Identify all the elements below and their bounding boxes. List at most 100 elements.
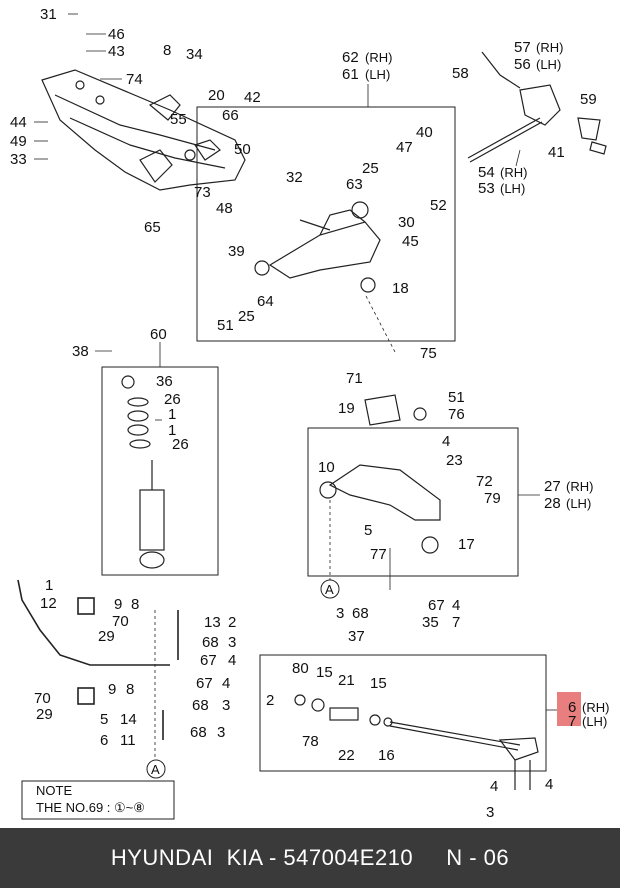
upper-arm xyxy=(254,201,381,293)
callout-6-11: 6 xyxy=(100,732,108,749)
stabilizer-bar xyxy=(17,579,179,740)
callout-41: 41 xyxy=(548,144,565,161)
note-title: NOTE xyxy=(36,783,72,798)
callout-53: 53 xyxy=(478,180,495,197)
callout-60: 60 xyxy=(150,326,167,343)
callout-9b: 9 xyxy=(108,681,116,698)
callout-21: 21 xyxy=(338,672,355,689)
callout-54-side: (RH) xyxy=(500,165,527,180)
callout-31: 31 xyxy=(40,6,57,23)
callout-10: 10 xyxy=(318,459,335,476)
callout-65: 65 xyxy=(144,219,161,236)
callout-49: 49 xyxy=(10,133,27,150)
lower-arm xyxy=(319,394,441,554)
marker-a-circle-1 xyxy=(320,579,340,599)
callout-46: 46 xyxy=(108,26,125,43)
callout-32: 32 xyxy=(286,169,303,186)
callout-56: 56 xyxy=(514,56,531,73)
callout-36: 36 xyxy=(156,373,173,390)
callout-3-68: 3 xyxy=(336,605,344,622)
callout-a-1: A xyxy=(325,582,334,597)
callout-4c: 4 xyxy=(545,776,553,793)
callout-8-9b: 8 xyxy=(126,681,134,698)
callout-5: 5 xyxy=(364,522,372,539)
callout-25b: 25 xyxy=(238,308,255,325)
callout-50: 50 xyxy=(234,141,251,158)
callout-70b: 70 xyxy=(34,690,51,707)
callout-61: 61 xyxy=(342,66,359,83)
callout-2: 2 xyxy=(266,692,274,709)
callout-28: 28 xyxy=(544,495,561,512)
callout-54: 54 xyxy=(478,164,495,181)
callout-57-side: (RH) xyxy=(536,40,563,55)
callout-11: 11 xyxy=(120,732,136,749)
callout-39: 39 xyxy=(228,243,245,260)
callout-42: 42 xyxy=(244,89,261,106)
callout-1-12: 1 xyxy=(45,577,53,594)
callout-67a: 67 xyxy=(428,597,445,614)
callout-16: 16 xyxy=(378,747,395,764)
callout-73: 73 xyxy=(194,184,211,201)
callout-74: 74 xyxy=(126,71,143,88)
callout-29a: 29 xyxy=(98,628,115,645)
callout-4-67b: 4 xyxy=(228,652,236,669)
callout-26a: 26 xyxy=(164,391,181,408)
target-part-highlight xyxy=(557,692,581,726)
callout-6-side: (RH) xyxy=(582,700,609,715)
footer-caption-bar: HYUNDAI KIA - 547004E210 N - 06 xyxy=(0,828,620,888)
callout-25a: 25 xyxy=(362,160,379,177)
callout-53-side: (LH) xyxy=(500,181,525,196)
callout-66: 66 xyxy=(222,107,239,124)
callout-77: 77 xyxy=(370,546,387,563)
callout-4-67: 4 xyxy=(452,597,460,614)
callout-8: 8 xyxy=(163,42,171,59)
callout-70a: 70 xyxy=(112,613,129,630)
callout-72: 72 xyxy=(476,473,493,490)
callout-63: 63 xyxy=(346,176,363,193)
note-text: THE NO.69 : ①~⑧ xyxy=(36,800,145,815)
parts-diagram: 31 46 43 74 8 34 44 49 33 55 20 66 42 50… xyxy=(10,6,609,821)
callout-67c: 67 xyxy=(196,675,213,692)
callout-51b: 51 xyxy=(448,389,465,406)
callout-38: 38 xyxy=(72,343,89,360)
callout-37: 37 xyxy=(348,628,365,645)
callouts: 31 46 43 74 8 34 44 49 33 55 20 66 42 50… xyxy=(10,6,609,821)
crossmember xyxy=(41,69,246,191)
upper-arm-shaft xyxy=(467,51,607,163)
callout-58: 58 xyxy=(452,65,469,82)
callout-7-35: 7 xyxy=(452,614,460,631)
callout-3-68b: 3 xyxy=(228,634,236,651)
callout-22: 22 xyxy=(338,747,355,764)
lower-arm-frame xyxy=(307,427,519,577)
callout-47: 47 xyxy=(396,139,413,156)
callout-33: 33 xyxy=(10,151,27,168)
note-box xyxy=(21,780,175,820)
shock-absorber xyxy=(121,375,165,569)
callout-44: 44 xyxy=(10,114,27,131)
callout-1b: 1 xyxy=(168,422,176,439)
callout-7: 7 xyxy=(568,713,576,730)
callout-28-side: (LH) xyxy=(566,496,591,511)
callout-26b: 26 xyxy=(172,436,189,453)
callout-7-side: (LH) xyxy=(582,714,607,729)
callout-a-2: A xyxy=(151,762,160,777)
callout-12: 12 xyxy=(40,595,57,612)
callout-68a: 68 xyxy=(352,605,369,622)
callout-76: 76 xyxy=(448,406,465,423)
callout-15a: 15 xyxy=(316,664,333,681)
callout-29b: 29 xyxy=(36,706,53,723)
callout-62-side: (RH) xyxy=(365,50,392,65)
callout-48: 48 xyxy=(216,200,233,217)
callout-34: 34 xyxy=(186,46,203,63)
callout-6: 6 xyxy=(568,699,576,716)
callout-1a: 1 xyxy=(168,406,176,423)
callout-78: 78 xyxy=(302,733,319,750)
callout-64: 64 xyxy=(257,293,274,310)
footer-caption: HYUNDAI KIA - 547004E210 N - 06 xyxy=(110,845,510,870)
callout-13: 13 xyxy=(204,614,221,631)
callout-68b: 68 xyxy=(202,634,219,651)
upper-arm-frame xyxy=(196,106,456,342)
callout-30: 30 xyxy=(398,214,415,231)
callout-45: 45 xyxy=(402,233,419,250)
callout-23: 23 xyxy=(446,452,463,469)
